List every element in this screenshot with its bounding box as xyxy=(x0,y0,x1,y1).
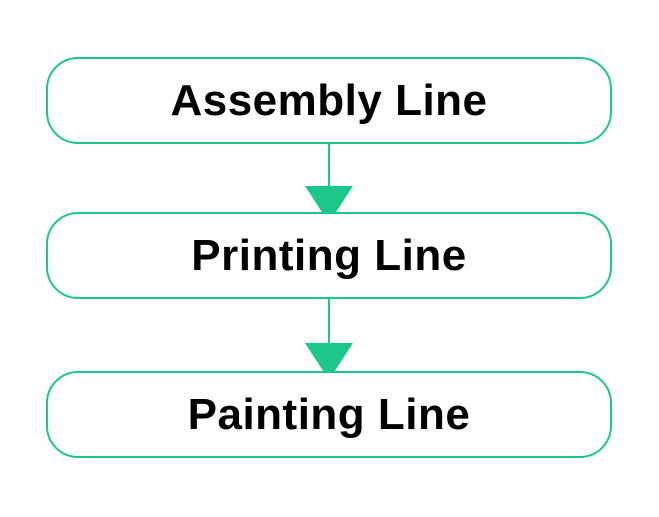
node-painting-line: Painting Line xyxy=(46,371,612,458)
node-assembly-line: Assembly Line xyxy=(46,57,612,144)
node-painting-line-label: Painting Line xyxy=(187,389,471,439)
node-printing-line: Printing Line xyxy=(46,212,612,299)
arrow-down-icon xyxy=(305,299,353,380)
node-printing-line-label: Printing Line xyxy=(191,230,467,280)
node-assembly-line-label: Assembly Line xyxy=(170,75,488,125)
